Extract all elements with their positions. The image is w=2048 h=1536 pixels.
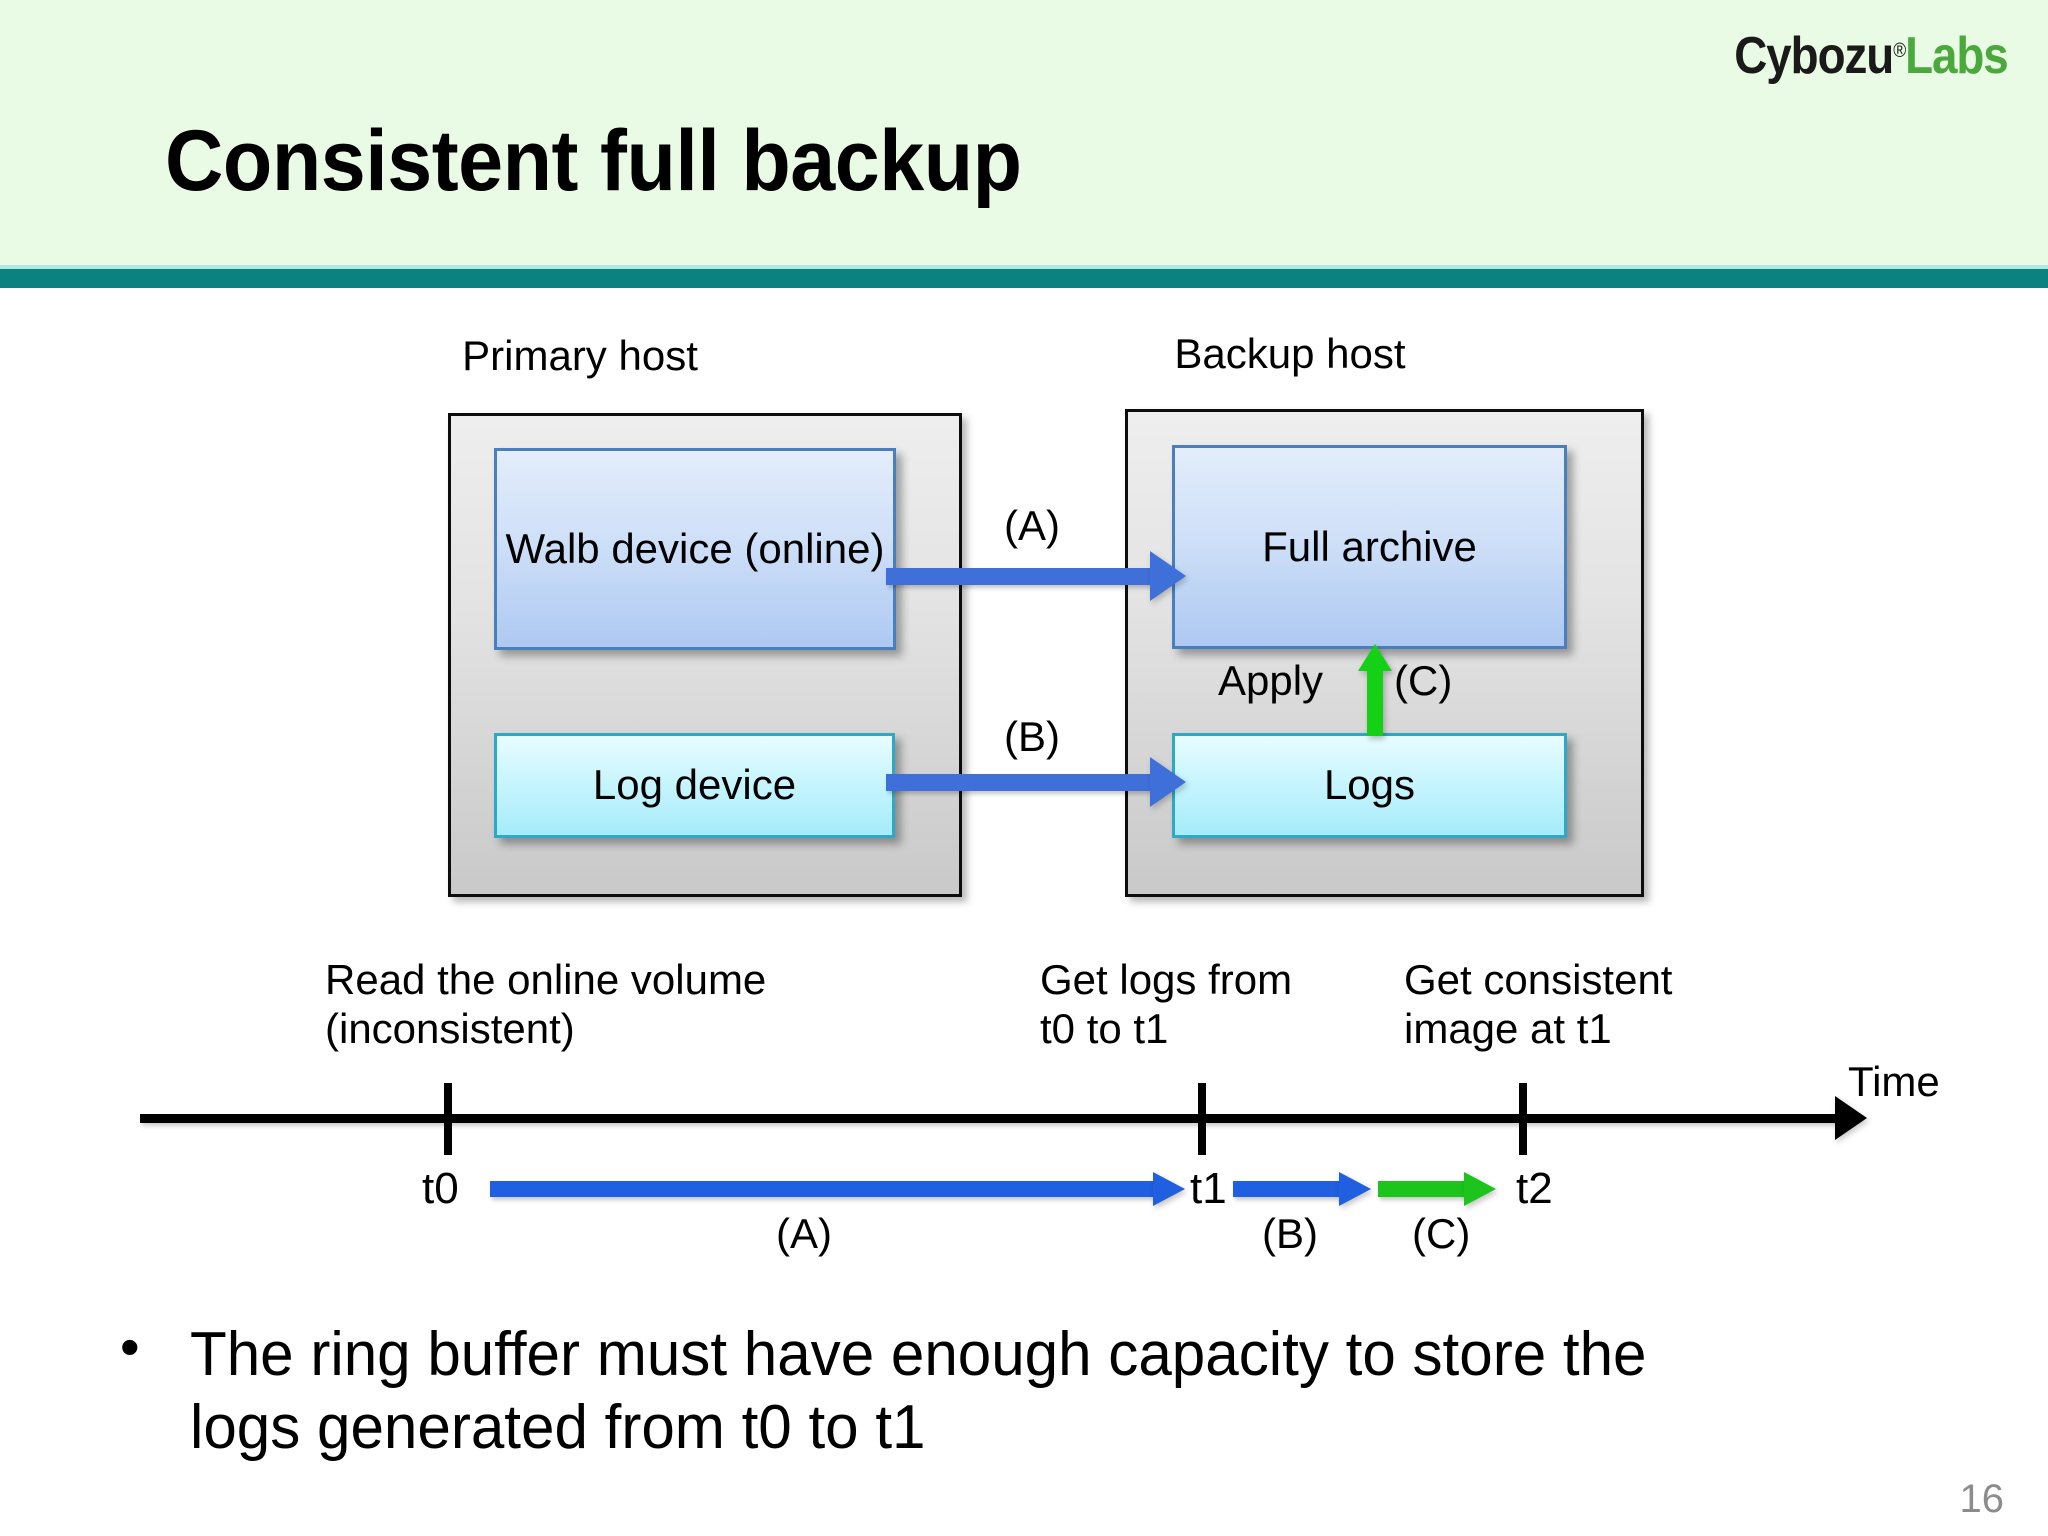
registered-trademark-icon: ® — [1893, 40, 1906, 62]
timeline-caption-t1: Get logs from t0 to t1 — [1040, 956, 1293, 1053]
timeline-caption-t0: Read the online volume (inconsistent) — [325, 956, 767, 1053]
walb-device-node: Walb device (online) — [494, 448, 896, 650]
timeline-segment-arrow-c-icon — [1378, 1172, 1498, 1206]
header-hairline-divider — [0, 265, 2048, 269]
timeline-segment-label-a: (A) — [776, 1210, 832, 1257]
timeline-segment-label-b: (B) — [1262, 1210, 1318, 1257]
header-rule-divider — [0, 269, 2048, 288]
arrow-head — [1339, 1172, 1371, 1206]
arrow-shaft — [1233, 1181, 1341, 1197]
timeline-tick-label-t0: t0 — [422, 1164, 459, 1213]
backup-host-label: Backup host — [1174, 330, 1406, 377]
bullet-marker-icon: • — [120, 1315, 140, 1378]
log-device-node: Log device — [494, 733, 895, 838]
arrow-shaft — [886, 568, 1152, 585]
timeline-axis-label: Time — [1848, 1058, 1940, 1105]
arrow-head — [1150, 551, 1186, 601]
full-archive-node: Full archive — [1172, 445, 1567, 649]
logo-text-labs: Labs — [1905, 27, 2009, 85]
arrow-head — [1153, 1172, 1185, 1206]
timeline-segment-label-c: (C) — [1412, 1210, 1471, 1257]
timeline-tick-t1 — [1198, 1083, 1206, 1155]
arrow-head — [1358, 644, 1392, 671]
arrow-shaft — [1378, 1181, 1466, 1197]
flow-label-a: (A) — [1004, 502, 1060, 549]
logs-node: Logs — [1172, 733, 1567, 838]
flow-label-c: (C) — [1394, 657, 1453, 704]
bullet-text: The ring buffer must have enough capacit… — [190, 1320, 1647, 1463]
timeline-segment-arrow-b-icon — [1233, 1172, 1373, 1206]
timeline-tick-t0 — [444, 1083, 452, 1155]
arrow-head — [1150, 757, 1186, 807]
page-number: 16 — [1959, 1477, 2005, 1521]
timeline-segment-arrow-a-icon — [490, 1172, 1190, 1206]
apply-label: Apply — [1218, 657, 1324, 704]
cybozu-labs-logo: Cybozu®Labs — [1734, 26, 2009, 86]
bullet-list: • The ring buffer must have enough capac… — [120, 1315, 1950, 1464]
arrow-head — [1464, 1172, 1496, 1206]
timeline-axis-arrow-icon — [1835, 1096, 1867, 1140]
timeline-tick-t2 — [1519, 1083, 1527, 1155]
timeline-tick-label-t2: t2 — [1516, 1164, 1553, 1213]
arrow-shaft — [1367, 668, 1383, 736]
timeline-tick-label-t1: t1 — [1190, 1164, 1227, 1213]
arrow-shaft — [886, 774, 1152, 791]
timeline-axis — [140, 1114, 1840, 1123]
flow-label-b: (B) — [1004, 713, 1060, 760]
apply-up-arrow-icon — [1358, 644, 1392, 736]
logo-text-cybozu: Cybozu — [1734, 27, 1895, 85]
page-title: Consistent full backup — [165, 113, 1022, 209]
primary-host-label: Primary host — [462, 332, 698, 379]
timeline-caption-t2: Get consistent image at t1 — [1404, 956, 1673, 1053]
header-band — [0, 0, 2048, 265]
arrow-shaft — [490, 1181, 1155, 1197]
